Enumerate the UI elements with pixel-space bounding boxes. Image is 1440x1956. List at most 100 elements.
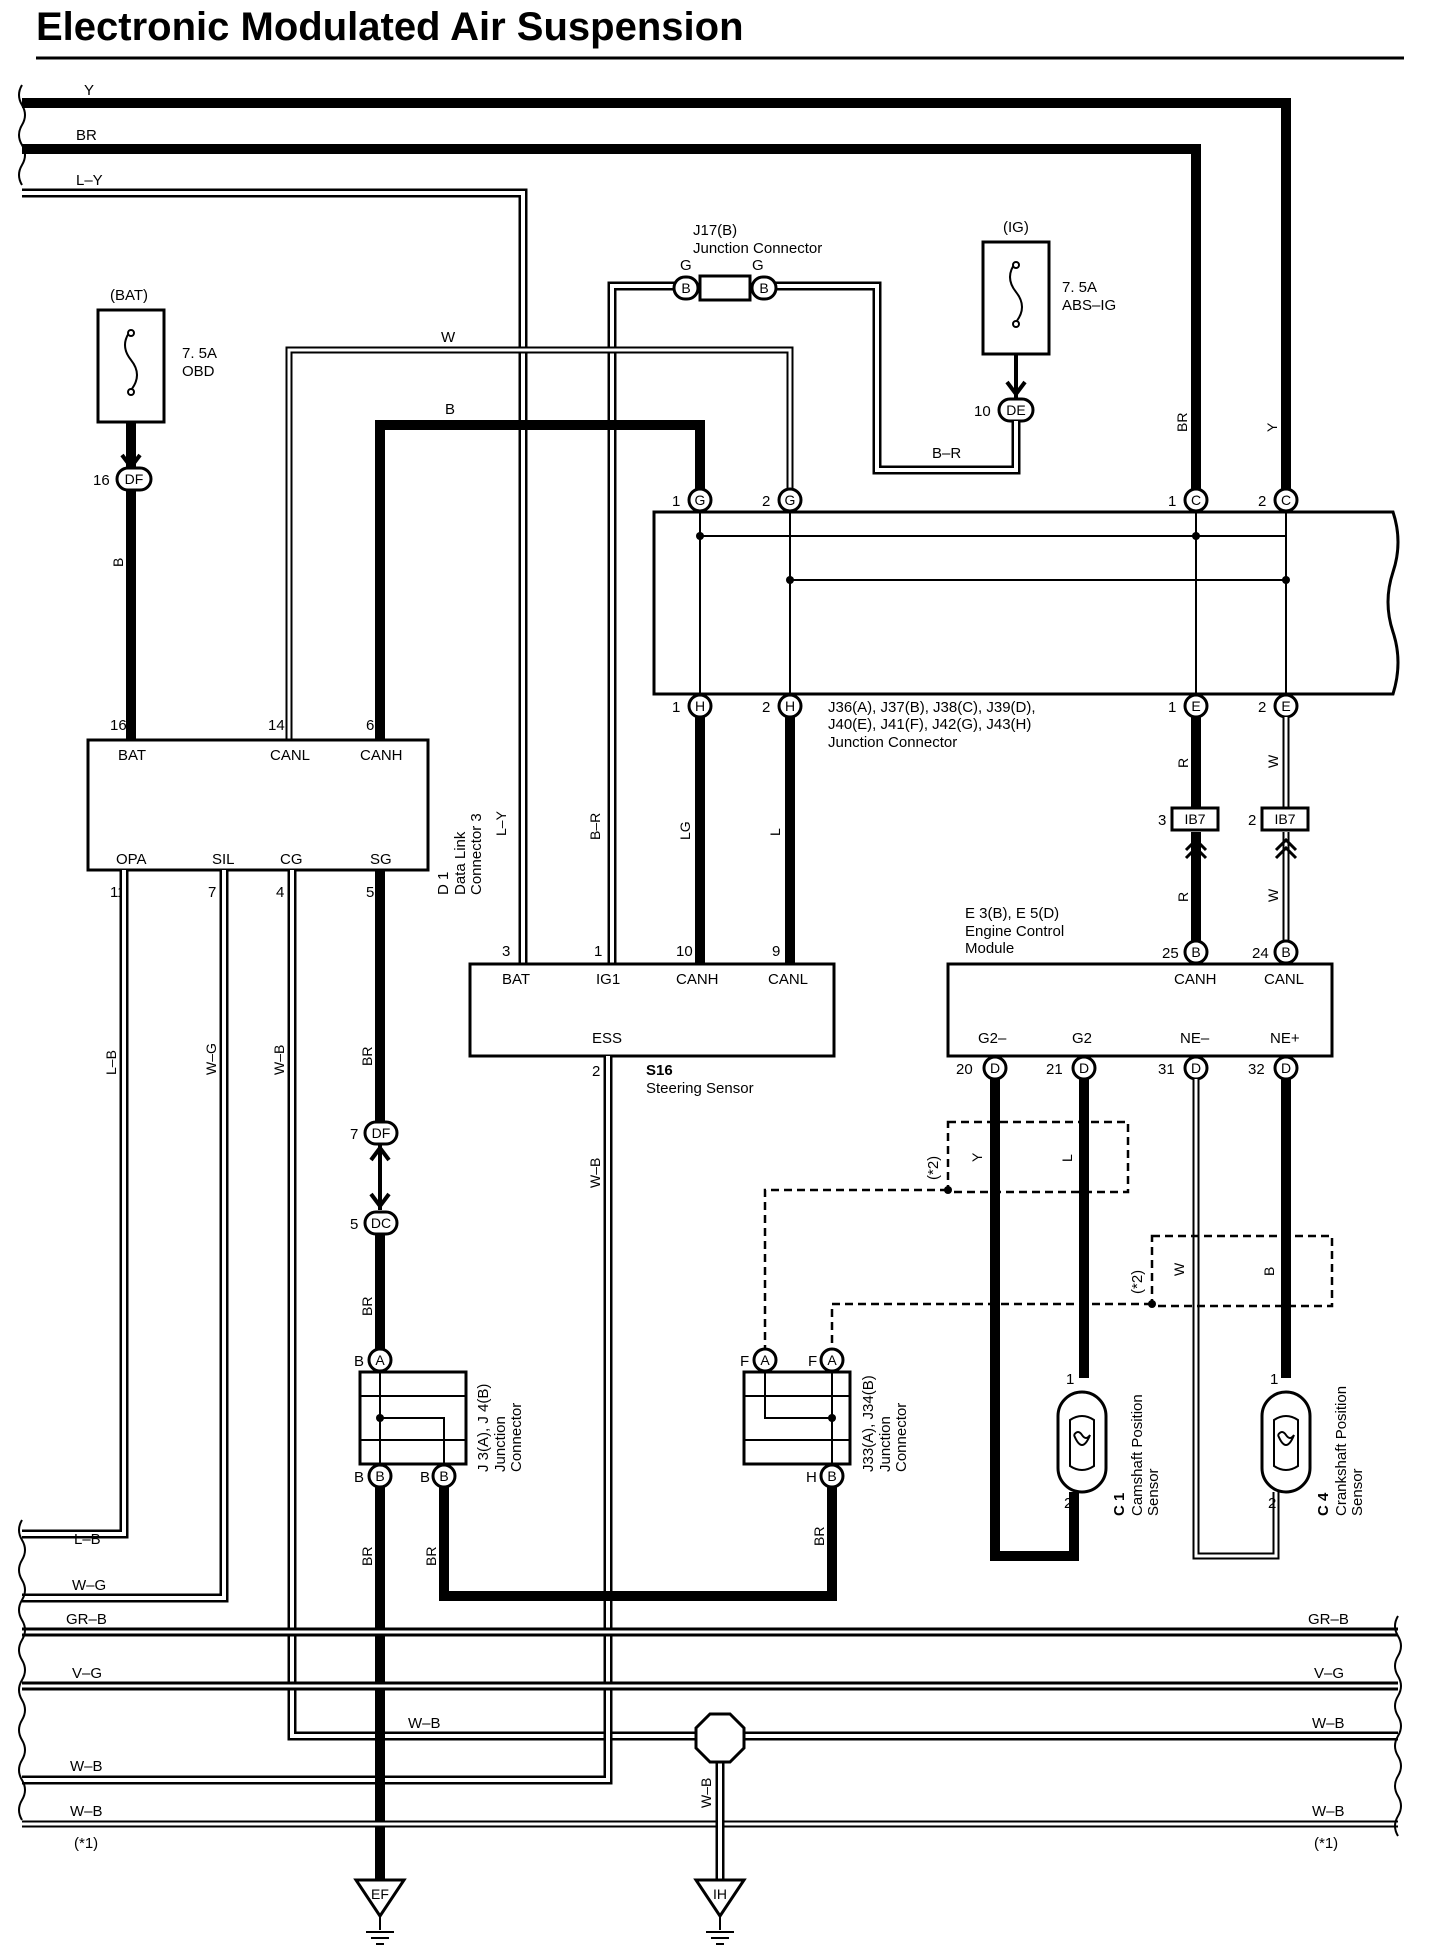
wire-label-b-top: B bbox=[445, 401, 455, 418]
dlc-bot-lbl-2: CG bbox=[280, 851, 303, 868]
steer-top-num-1: 1 bbox=[594, 943, 602, 960]
jbig-top-code-2: C bbox=[1191, 492, 1201, 508]
ecm-bot-num-3: 32 bbox=[1248, 1061, 1265, 1078]
ecm-name-2: Module bbox=[965, 940, 1014, 957]
wire-crank-sensor bbox=[1192, 1079, 1291, 1560]
wire-ig bbox=[997, 354, 1035, 423]
ecm-id: E 3(B), E 5(D) bbox=[965, 905, 1059, 922]
ecm-top-num-1: 24 bbox=[1252, 945, 1269, 962]
ecm-top-code-0: B bbox=[1191, 944, 1200, 960]
df-mid-code: DF bbox=[372, 1125, 391, 1141]
j3j4-top-code: A bbox=[375, 1352, 385, 1368]
shield-cam-dot bbox=[944, 1186, 952, 1194]
ground-ef-code: EF bbox=[371, 1886, 389, 1902]
camshaft-sensor bbox=[1056, 1390, 1108, 1494]
wire-sg-br bbox=[363, 870, 399, 1350]
df-mid-pin: 7 bbox=[350, 1126, 358, 1143]
dlc-bot-lbl-3: SG bbox=[370, 851, 392, 868]
wire-label-l: L bbox=[767, 828, 783, 836]
crankshaft-sensor bbox=[1260, 1390, 1312, 1494]
j33j34-top-code-1: A bbox=[827, 1352, 837, 1368]
jbig-top-code-1: G bbox=[785, 492, 796, 508]
left-break-marks bbox=[18, 84, 26, 186]
bus-bot-right-4: W–B bbox=[1312, 1715, 1345, 1732]
dlc-bot-num-2: 4 bbox=[276, 884, 284, 901]
steer-top-lbl-2: CANH bbox=[676, 971, 719, 988]
dc-code: DC bbox=[371, 1215, 391, 1231]
steer-ess: ESS bbox=[592, 1030, 622, 1047]
fuse-ig-name: ABS–IG bbox=[1062, 297, 1116, 314]
wire-label-wb-v2: W–B bbox=[587, 1158, 603, 1188]
steering-sensor-box bbox=[468, 962, 836, 1058]
bus-bot-left-1: W–G bbox=[72, 1577, 106, 1594]
bus-bot-left-0: L–B bbox=[74, 1531, 101, 1548]
wire-label-l-sh: L bbox=[1059, 1154, 1075, 1162]
bus-bot-right-2: GR–B bbox=[1308, 1611, 1349, 1628]
j17-letter-left: G bbox=[680, 257, 692, 274]
steer-top-num-3: 9 bbox=[772, 943, 780, 960]
crank-name-1: Crankshaft Position bbox=[1333, 1386, 1350, 1516]
wire-label-br-v3: BR bbox=[359, 1297, 375, 1316]
ib7-left-pin: 3 bbox=[1158, 812, 1166, 829]
dc-pin: 5 bbox=[350, 1216, 358, 1233]
j33j34-name-1: Junction bbox=[877, 1416, 894, 1472]
crank-name-2: Sensor bbox=[1349, 1468, 1366, 1516]
dlc-top-lbl-1: CANL bbox=[270, 747, 310, 764]
j33j34-bot-code: B bbox=[827, 1468, 836, 1484]
steer-top-lbl-1: IG1 bbox=[596, 971, 620, 988]
steer-top-num-2: 10 bbox=[676, 943, 693, 960]
wire-label-b-left: B bbox=[110, 558, 126, 567]
cam-name-2: Sensor bbox=[1145, 1468, 1162, 1516]
wire-label-r2: R bbox=[1175, 892, 1191, 902]
junction-big-top-pins bbox=[687, 487, 1299, 513]
wire-label-br-v1: BR bbox=[359, 1047, 375, 1066]
bus-bot-left-3: V–G bbox=[72, 1665, 102, 1682]
jbig-top-code-0: G bbox=[695, 492, 706, 508]
bus-bot-mid-4: W–B bbox=[408, 1715, 441, 1732]
dlc-name-2: Connector 3 bbox=[468, 813, 485, 895]
j3j4-ids: J 3(A), J 4(B) bbox=[475, 1384, 492, 1472]
shield-note-2: (*2) bbox=[1129, 1270, 1146, 1294]
ecm-bot-lbl-0: G2– bbox=[978, 1030, 1007, 1047]
fuse-ig-rating: 7. 5A bbox=[1062, 279, 1097, 296]
j3j4-name-2: Connector bbox=[508, 1403, 525, 1472]
ground-ef-icon bbox=[353, 1878, 407, 1945]
wire-label-lb: L–B bbox=[103, 1050, 119, 1075]
cam-name-1: Camshaft Position bbox=[1129, 1394, 1146, 1516]
dlc-top-lbl-0: BAT bbox=[118, 747, 146, 764]
j33-j34-connector bbox=[742, 1347, 852, 1489]
ecm-bot-num-1: 21 bbox=[1046, 1061, 1063, 1078]
wire-label-br-v2: BR bbox=[811, 1527, 827, 1546]
shield-crank bbox=[830, 1234, 1334, 1354]
j33j34-bot-letter: H bbox=[806, 1469, 817, 1486]
steer-top-lbl-3: CANL bbox=[768, 971, 808, 988]
j33j34-top-code-0: A bbox=[760, 1352, 770, 1368]
wire-label-w2: W bbox=[1265, 888, 1281, 902]
jbig-name: Junction Connector bbox=[828, 734, 957, 751]
crank-pin-top: 1 bbox=[1270, 1371, 1278, 1388]
jbig-bot-code-1: H bbox=[785, 698, 795, 714]
wire-dlc-lb bbox=[22, 870, 129, 1539]
ecm-name-1: Engine Control bbox=[965, 923, 1064, 940]
ecm-bot-lbl-3: NE+ bbox=[1270, 1030, 1300, 1047]
ecm-top-code-1: B bbox=[1281, 944, 1290, 960]
ecm-top-num-0: 25 bbox=[1162, 945, 1179, 962]
bottom-break-marks bbox=[18, 1519, 1402, 1837]
wire-cam-sensor bbox=[990, 1079, 1089, 1561]
wire-dlc-wg bbox=[22, 870, 229, 1603]
star1-right: (*1) bbox=[1314, 1835, 1338, 1852]
dlc-top-num-2: 6 bbox=[366, 717, 374, 734]
wire-label-br-right: BR bbox=[1174, 413, 1190, 432]
jbig-bot-num-3: 2 bbox=[1258, 699, 1266, 716]
wire-label-y-right: Y bbox=[1264, 422, 1280, 432]
wire-label-wg: W–G bbox=[203, 1043, 219, 1075]
shield-note-1: (*2) bbox=[925, 1156, 942, 1180]
j17-name: Junction Connector bbox=[693, 240, 822, 257]
ecm-bot-code-2: D bbox=[1191, 1060, 1201, 1076]
wire-label-lg: LG bbox=[677, 821, 693, 840]
j17-id: J17(B) bbox=[693, 222, 737, 239]
jbig-bot-code-0: H bbox=[695, 698, 705, 714]
bus-bot-left-6: W–B bbox=[70, 1803, 103, 1820]
steer-bot-pin: 2 bbox=[592, 1063, 600, 1080]
